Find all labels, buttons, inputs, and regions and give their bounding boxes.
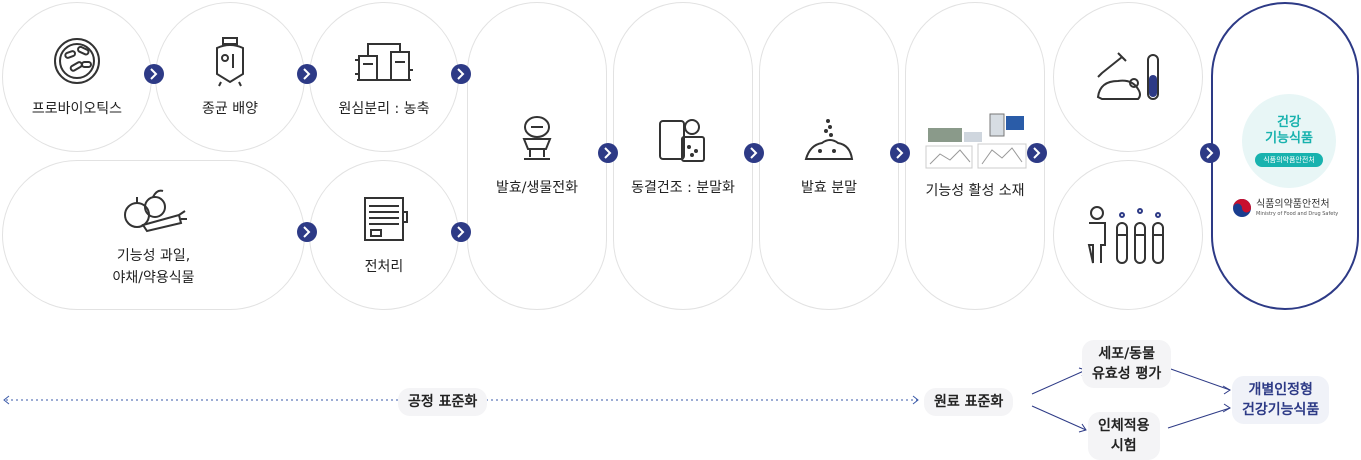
node-label: 원심분리 : 농축: [338, 101, 430, 117]
node-ferment-powder: 발효 분말: [759, 2, 899, 310]
node-label: 발효 분말: [801, 180, 857, 196]
badge-title: 기능식품: [1265, 131, 1313, 146]
pretreatment-machine-icon: [364, 197, 408, 241]
arrow-right-icon: [890, 143, 910, 163]
node-centrifuge: 원심분리 : 농축: [309, 2, 459, 152]
node-label: 동결건조 : 분말화: [631, 180, 735, 196]
node-ferment: 발효/생물전화: [467, 2, 607, 310]
node-active-material: 기능성 활성 소재: [905, 2, 1045, 310]
human-testtubes-icon: [1087, 206, 1164, 264]
arrow-right-icon: [598, 143, 618, 163]
cell-animal-efficacy-label: 세포/동물 유효성 평가: [1082, 340, 1172, 388]
human-application-test-label: 인체적용 시험: [1088, 412, 1160, 460]
freeze-dryer-icon: [659, 119, 705, 162]
node-pretreat: 전처리: [309, 160, 459, 310]
health-food-badge: 건강 기능식품 식품의약품안전처: [1242, 94, 1336, 188]
material-standardization-label: 원료 표준화: [924, 388, 1014, 416]
node-label: 기능성 과일, 야채/약용식물: [112, 248, 195, 286]
node-label: 기능성 활성 소재: [925, 183, 1025, 199]
arrow-right-icon: [1027, 143, 1047, 163]
arrow-right-icon: [297, 222, 317, 242]
arrow-right-icon: [1200, 143, 1220, 163]
fermenter-tank-icon: [216, 37, 244, 87]
agency-name-en: Ministry of Food and Drug Safety: [1256, 210, 1339, 217]
node-human-test: [1053, 160, 1203, 310]
bacteria-icon: [54, 38, 100, 84]
node-label: 발효/생물전화: [496, 180, 578, 196]
mfds-logo: 식품의약품안전처 Ministry of Food and Drug Safet…: [1232, 198, 1338, 218]
badge-title: 건강: [1277, 115, 1301, 130]
lab-instruments-image: [925, 113, 1027, 169]
powder-pile-icon: [804, 119, 854, 160]
node-freeze-dry: 동결건조 : 분말화: [613, 2, 753, 310]
node-animal-test: [1053, 2, 1203, 152]
agency-name-kr: 식품의약품안전처: [1256, 198, 1330, 210]
arrow-right-icon: [297, 64, 317, 84]
arrow-right-icon: [144, 64, 164, 84]
node-strain-culture: 종균 배양: [155, 2, 305, 152]
node-label: 전처리: [364, 259, 404, 275]
node-label: 종균 배양: [202, 101, 258, 117]
individual-health-food-label: 개별인정형 건강기능식품: [1232, 376, 1330, 424]
fruits-vegetables-icon: [123, 189, 187, 233]
node-label: 프로바이오틱스: [31, 101, 123, 117]
node-probiotics: 프로바이오틱스: [2, 2, 152, 152]
mouse-syringe-icon: [1096, 52, 1159, 100]
arrow-right-icon: [451, 64, 471, 84]
arrow-right-icon: [744, 143, 764, 163]
arrow-right-icon: [451, 222, 471, 242]
taeguk-emblem-icon: [1233, 199, 1251, 217]
process-standardization-label: 공정 표준화: [398, 388, 488, 416]
node-fruits: 기능성 과일, 야채/약용식물: [2, 160, 305, 310]
badge-ribbon: 식품의약품안전처: [1255, 153, 1323, 167]
centrifuge-equipment-icon: [355, 43, 413, 81]
bioreactor-icon: [522, 116, 552, 160]
